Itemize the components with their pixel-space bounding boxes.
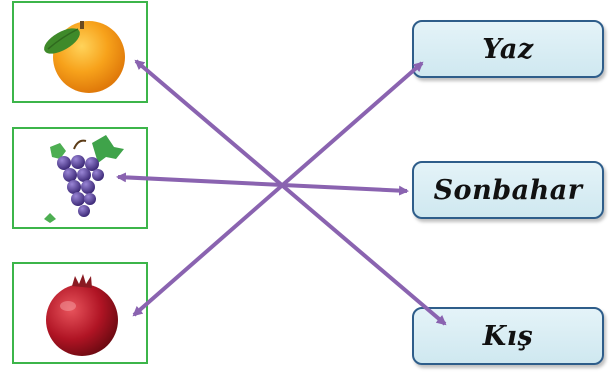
orange-fruit-icon bbox=[44, 21, 125, 93]
fruit-box-orange[interactable] bbox=[12, 1, 148, 103]
grapes-fruit-icon bbox=[44, 135, 124, 223]
season-label-yaz: Yaz bbox=[482, 33, 534, 65]
pomegranate-fruit-icon bbox=[46, 274, 118, 356]
arrow-pomegranate-yaz bbox=[132, 61, 424, 317]
fruit-box-grapes[interactable] bbox=[12, 127, 148, 229]
season-label-sonbahar: Sonbahar bbox=[433, 174, 583, 206]
arrow-grapes-sonbahar bbox=[116, 172, 409, 196]
season-label-kis: Kış bbox=[482, 320, 534, 352]
fruit-box-pomegranate[interactable] bbox=[12, 262, 148, 364]
